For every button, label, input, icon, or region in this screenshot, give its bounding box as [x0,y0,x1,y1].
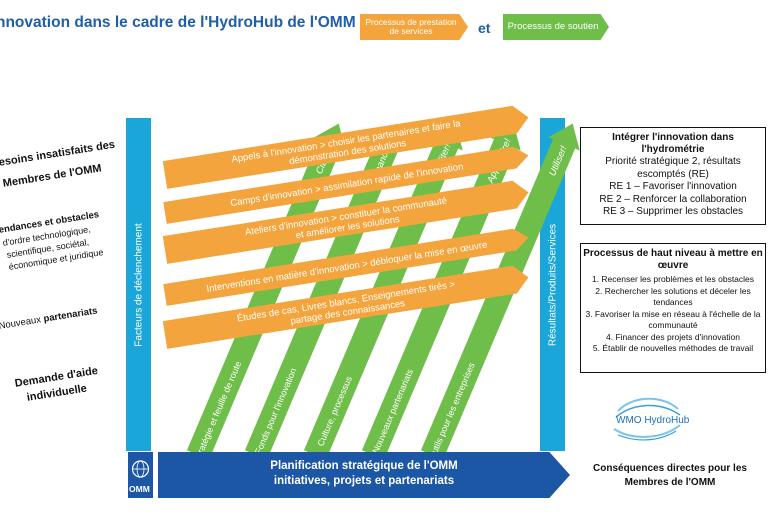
strategic-planning-banner: Planification stratégique de l'OMM initi… [158,452,570,498]
strategic-priority-box: Intégrer l'innovation dans l'hydrométrie… [580,127,766,225]
legend-support-label: Processus de soutien [507,21,599,32]
wmo-globe-icon [131,460,150,478]
consequences-line2: Membres de l'OMM [624,477,716,488]
banner-line1: Planification stratégique de l'OMM [270,460,458,472]
strategic-priority-line: Priorité stratégique 2, résultats escomp… [605,156,741,180]
consequences-line1: Conséquences directes pour les [593,463,747,474]
wmo-logo-text: OMM [129,484,150,494]
re1-text: RE 1 – Favoriser l'innovation [609,181,737,192]
strategic-priority-title: Intégrer l'innovation dans l'hydrométrie [612,132,734,155]
process-item: 3. Favoriser la mise en réseau à l'échel… [585,308,761,331]
support-arrow-bottom-label: Stratégie et feuille de route [192,360,243,463]
legend-service-processes: Processus de prestation de services [360,14,468,40]
wmo-logo: OMM [128,452,153,498]
legend-service-label: Processus de prestation de services [365,17,457,36]
re2-text: RE 2 – Renforcer la collaboration [599,193,747,205]
legend-and: et [478,20,491,36]
wmo-hydrohub-logo-icon [613,397,681,441]
triggers-bar: Facteurs de déclenchement [126,118,151,451]
page-title: nnovation dans le cadre de l'HydroHub de… [0,14,356,31]
direct-consequences-text: Conséquences directes pour les Membres d… [575,462,765,490]
high-level-process-title: Processus de haut niveau à mettre en œuv… [583,248,763,271]
process-item: 4. Financer des projets d'innovation [606,331,740,342]
banner-line2: initiatives, projets et partenariats [273,475,455,487]
process-item: 2. Rechercher les solutions et déceler l… [595,285,751,308]
legend-support-processes: Processus de soutien [503,14,609,40]
hydrohub-logo-text: WMO HydroHub [616,415,690,426]
process-item: 1. Recenser les problèmes et les obstacl… [591,274,755,284]
support-arrow-bottom-label: Outils pour les entreprises [427,361,477,462]
re3-text: RE 3 – Supprimer les obstacles [602,206,744,217]
high-level-process-box: Processus de haut niveau à mettre en œuv… [580,243,766,373]
process-item: 5. Établir de nouvelles méthodes de trav… [592,343,754,353]
